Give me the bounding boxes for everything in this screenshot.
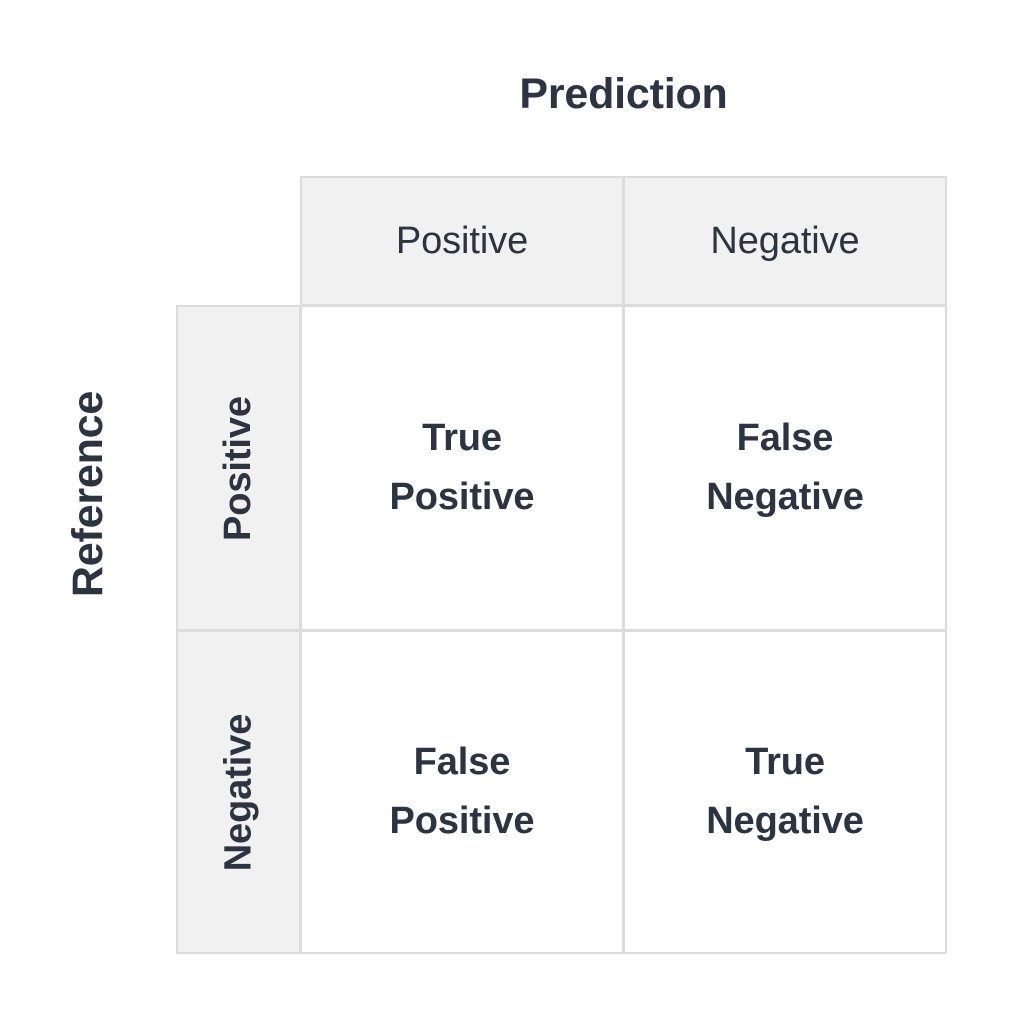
cell-false-negative-text: False Negative (706, 409, 864, 527)
cell-false-negative-line2: Negative (706, 476, 864, 518)
cell-true-negative-line1: True (745, 741, 825, 784)
cell-false-positive-line2: Positive (389, 800, 535, 842)
cell-false-positive-text: False Positive (390, 733, 535, 851)
cell-true-positive: True Positive (300, 305, 624, 631)
cell-false-negative-line1: False (736, 417, 834, 460)
row-header-positive-label: Positive (217, 395, 259, 541)
cell-true-negative-text: True Negative (706, 733, 864, 851)
cell-true-negative: True Negative (623, 630, 947, 954)
row-header-negative: Negative (176, 630, 301, 954)
prediction-axis-title: Prediction (519, 70, 728, 118)
column-header-positive-label: Positive (395, 219, 529, 262)
cell-true-negative-line2: Negative (706, 800, 864, 842)
cell-true-positive-line2: Positive (389, 476, 535, 518)
cell-false-negative: False Negative (623, 305, 947, 631)
cell-true-positive-text: True Positive (390, 409, 535, 527)
row-header-negative-label: Negative (217, 713, 260, 871)
cell-false-positive: False Positive (300, 630, 624, 954)
cell-false-positive-line1: False (413, 741, 511, 784)
column-header-negative: Negative (623, 176, 947, 306)
reference-axis-title: Reference (64, 390, 112, 598)
column-header-positive: Positive (300, 176, 624, 306)
column-header-negative-label: Negative (710, 219, 860, 262)
row-header-positive: Positive (176, 305, 301, 631)
cell-true-positive-line1: True (422, 417, 502, 460)
